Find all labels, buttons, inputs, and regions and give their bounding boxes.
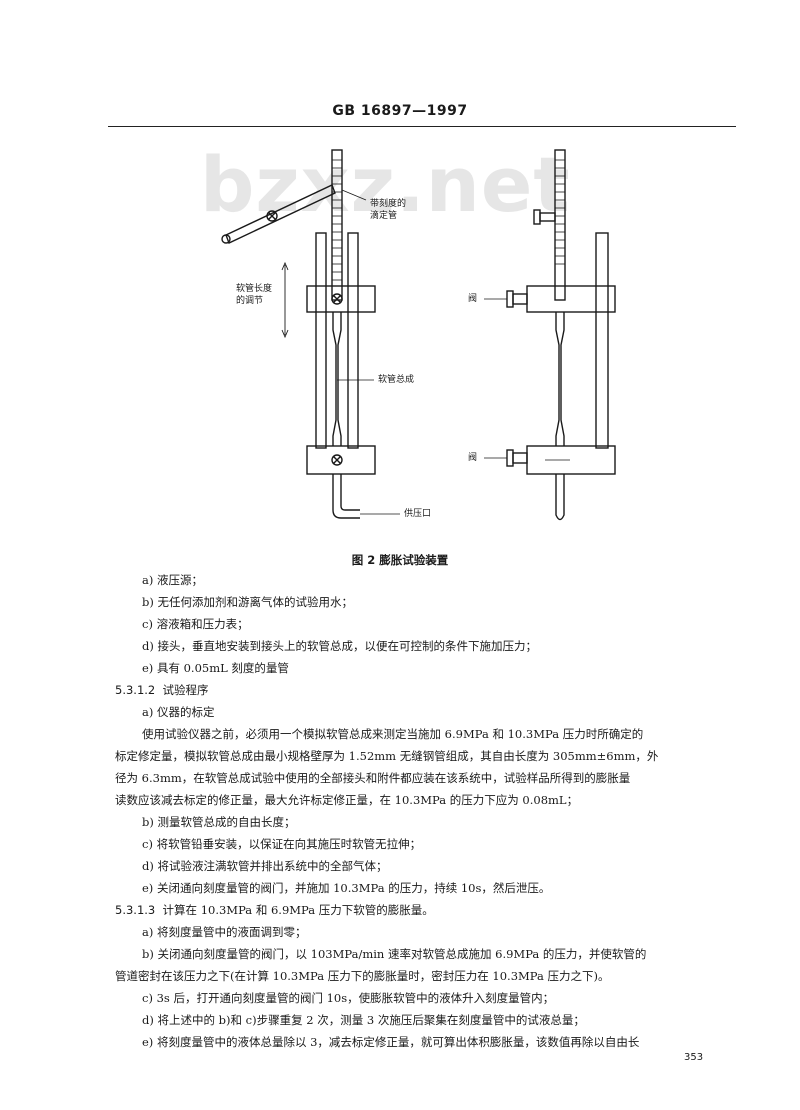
list3-item-b-cont: 管道密封在该压力之下(在计算 10.3MPa 压力下的膨胀量时，密封压力在 10… xyxy=(115,969,610,983)
para1-line4: 读数应该减去标定的修正量，最大允许标定修正量，在 10.3MPa 的压力下应为 … xyxy=(115,793,579,807)
page-header: GB 16897—1997 xyxy=(332,103,468,119)
label-length-adjust: 软管长度 的调节 xyxy=(236,284,273,306)
label-graduated-tube: 带刻度的 滴定管 xyxy=(370,199,407,221)
section-5312-heading: 5.3.1.2 试验程序 xyxy=(115,683,209,697)
page-number: 353 xyxy=(684,1052,704,1063)
watermark: bzxz.net xyxy=(200,140,571,229)
list2-item-d: d) 将试验液注满软管并排出系统中的全部气体； xyxy=(142,859,388,873)
label-supply-port: 供压口 xyxy=(404,509,432,519)
para1-line3: 径为 6.3mm，在软管总成试验中使用的全部接头和附件都应装在该系统中，试验样品… xyxy=(115,771,631,785)
list2-item-e: e) 关闭通向刻度量管的阀门，并施加 10.3MPa 的压力，持续 10s，然后… xyxy=(142,881,551,895)
list3-item-e: e) 将刻度量管中的液体总量除以 3，减去标定修正量，就可算出体积膨胀量，该数值… xyxy=(142,1035,640,1049)
list1-item-a: a) 液压源； xyxy=(142,573,203,587)
para1-line2: 标定修定量，模拟软管总成由最小规格壁厚为 1.52mm 无缝钢管组成，其自由长度… xyxy=(115,749,659,763)
frame-upright-right xyxy=(595,232,609,449)
label-hose-assembly: 软管总成 xyxy=(378,375,415,385)
sub-a-heading: a) 仪器的标定 xyxy=(142,705,215,719)
graduation-marks-left xyxy=(332,159,342,281)
upper-clamp-right xyxy=(526,285,616,313)
graduated-tube-left xyxy=(331,149,343,301)
lower-clamp-right xyxy=(526,445,616,475)
list1-item-c: c) 溶液箱和压力表； xyxy=(142,617,249,631)
expansion-test-apparatus-diagram xyxy=(221,149,616,521)
list1-item-d: d) 接头，垂直地安装到接头上的软管总成，以便在可控制的条件下施加压力； xyxy=(142,639,537,653)
list3-item-d: d) 将上述中的 b)和 c)步骤重复 2 次，测量 3 次施压后聚集在刻度量管… xyxy=(142,1013,585,1027)
header-rule xyxy=(108,126,736,127)
figure-caption: 图 2 膨胀试验装置 xyxy=(351,553,449,567)
para1-line1: 使用试验仪器之前，必须用一个模拟软管总成来测定当施加 6.9MPa 和 10.3… xyxy=(142,727,644,741)
label-valve-bottom: 阀 xyxy=(468,453,478,463)
list1-item-b: b) 无任何添加剂和游离气体的试验用水； xyxy=(142,595,354,609)
label-valve-top: 阀 xyxy=(468,294,478,304)
section-5313-heading: 5.3.1.3 计算在 10.3MPa 和 6.9MPa 压力下软管的膨胀量。 xyxy=(115,903,434,917)
graduation-marks-right xyxy=(555,159,565,265)
list2-item-c: c) 将软管铅垂安装，以保证在向其施压时软管无拉伸； xyxy=(142,837,422,851)
frame-upright-left-a xyxy=(315,232,327,449)
side-tube-valve xyxy=(266,210,278,222)
lower-clamp-left xyxy=(306,445,376,475)
list2-item-b: b) 测量软管总成的自由长度； xyxy=(142,815,296,829)
list3-item-b: b) 关闭通向刻度量管的阀门，以 103MPa/min 速率对软管总成施加 6.… xyxy=(142,947,647,961)
list1-item-e: e) 具有 0.05mL 刻度的量管 xyxy=(142,661,289,675)
side-tube xyxy=(225,184,336,244)
list3-item-a: a) 将刻度量管中的液面调到零； xyxy=(142,925,307,939)
upper-clamp-left xyxy=(306,285,376,313)
frame-upright-left-b xyxy=(347,232,359,449)
list3-item-c: c) 3s 后，打开通向刻度量管的阀门 10s，使膨胀软管中的液体升入刻度量管内… xyxy=(142,991,555,1005)
graduated-tube-right xyxy=(554,149,566,301)
